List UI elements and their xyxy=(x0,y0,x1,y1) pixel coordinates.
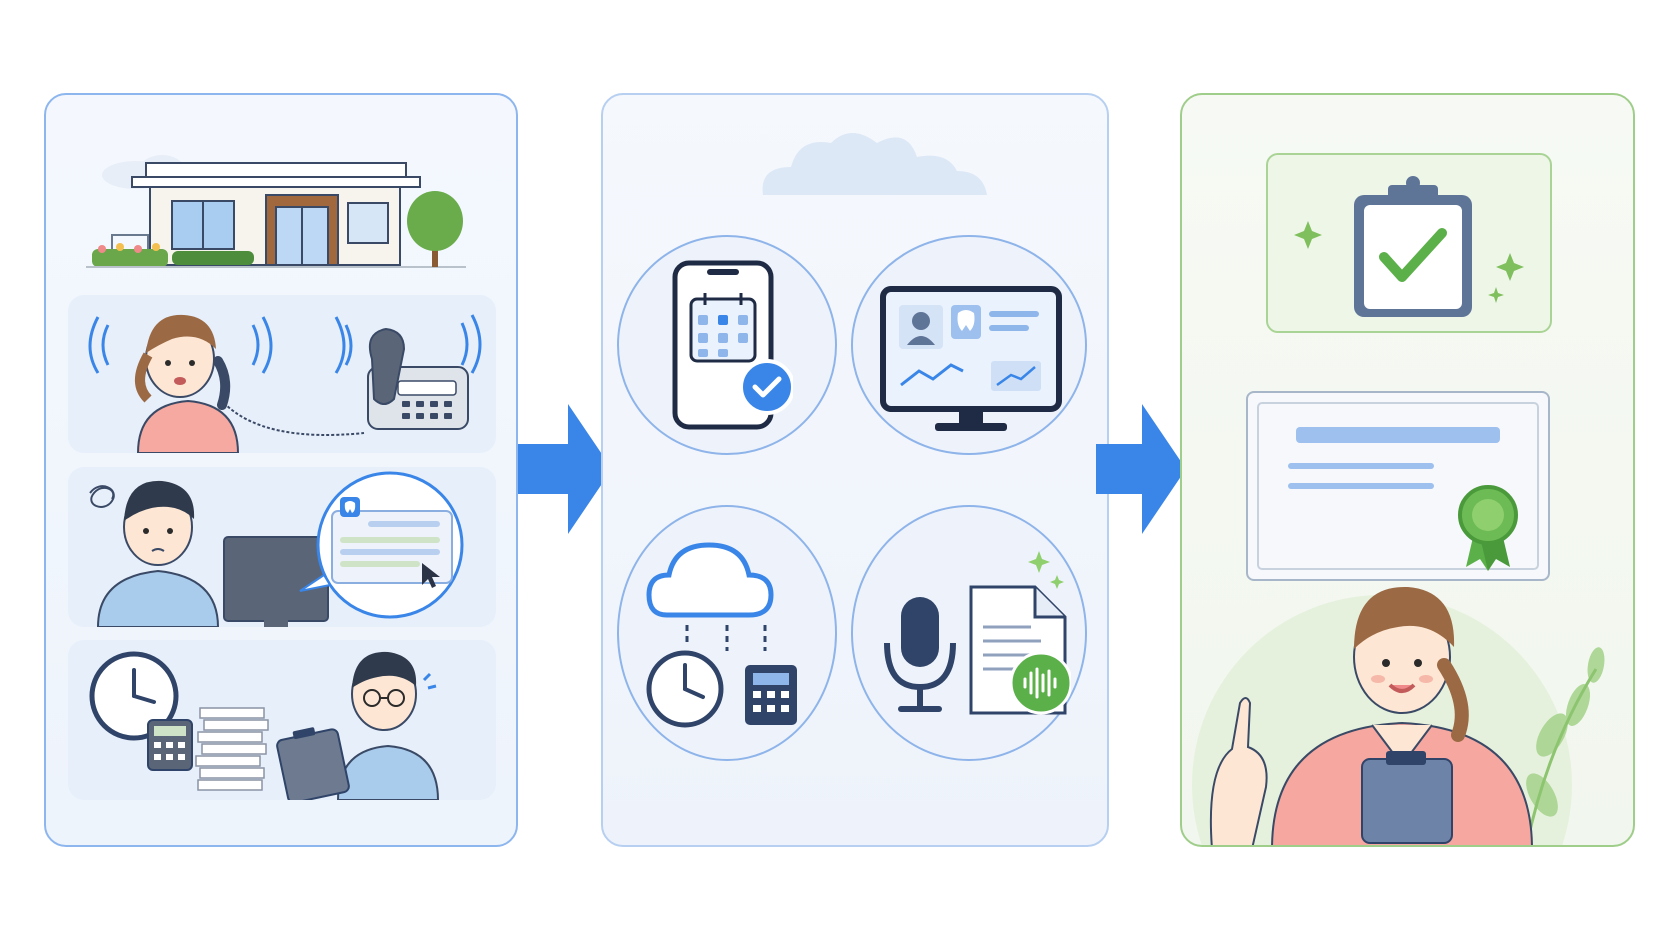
phone-overload-illustration xyxy=(88,314,482,453)
calendar-phone-icon xyxy=(672,260,793,430)
clipboard-check-icon xyxy=(1294,176,1524,317)
microphone-document-icon xyxy=(884,551,1071,715)
problems-panel xyxy=(44,93,518,847)
paperwork-scene xyxy=(68,640,496,800)
arrow-right-icon xyxy=(1096,404,1186,534)
computer-records-scene xyxy=(68,467,496,627)
result-panel xyxy=(1180,93,1635,847)
certificate-award-icon xyxy=(1257,402,1539,571)
online-booking-tool xyxy=(617,235,837,455)
phone-overload-scene xyxy=(68,295,496,453)
checklist-card xyxy=(1266,153,1552,333)
happy-staff-illustration xyxy=(1192,586,1605,845)
digital-tools-panel xyxy=(601,93,1109,847)
computer-records-illustration xyxy=(89,471,464,627)
arrow-right-icon xyxy=(518,404,612,534)
clinic-building-illustration xyxy=(86,155,466,268)
dental-records-monitor-icon xyxy=(880,286,1062,431)
cloud-clock-calculator-icon xyxy=(646,542,797,728)
paperwork-illustration xyxy=(89,651,440,800)
cloud-accounting-tool xyxy=(617,505,837,761)
voice-document-tool xyxy=(851,505,1087,761)
cloud-decoration xyxy=(762,133,987,195)
electronic-records-tool xyxy=(851,235,1087,455)
certificate-card xyxy=(1246,391,1550,581)
